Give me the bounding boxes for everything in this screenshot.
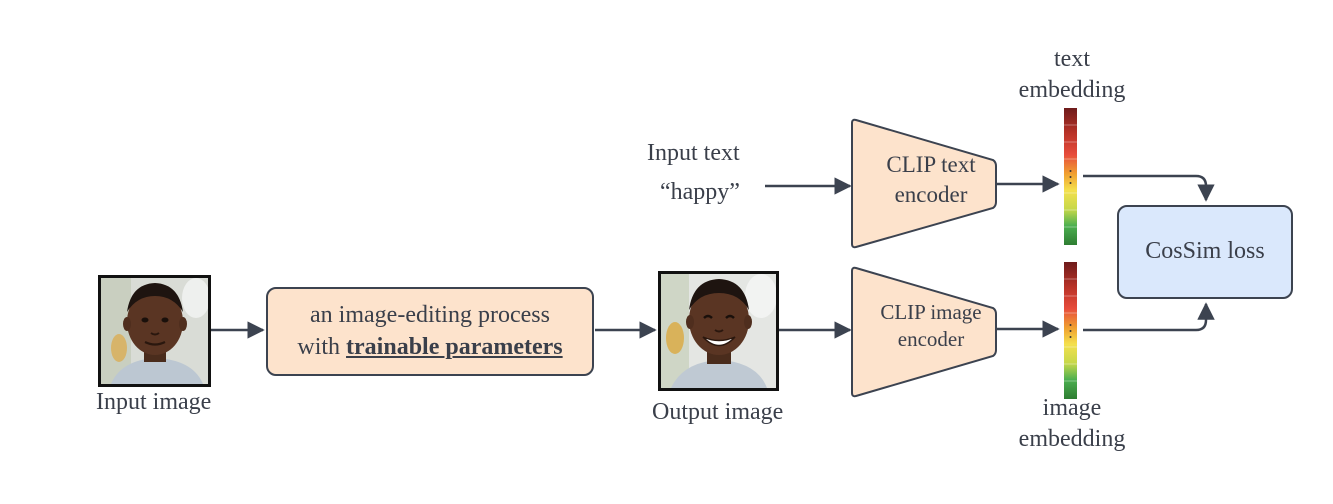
text-embedding-line1: text: [1054, 46, 1090, 72]
output-image-photo: [658, 271, 779, 391]
output-image-caption: Output image: [652, 399, 784, 425]
image-editing-process-box: an image-editing process with trainable …: [266, 287, 594, 376]
text-encoder-line2: encoder: [894, 181, 968, 207]
image-embedding-label: image embedding: [1010, 393, 1134, 455]
image-encoder-line1: CLIP image: [880, 300, 982, 324]
text-embedding-line2: embedding: [1018, 77, 1126, 104]
text-embedding-label: text embedding: [1010, 44, 1134, 106]
image-encoder-line2: encoder: [897, 327, 965, 352]
arrow-image-embedding-to-loss: [1083, 302, 1215, 332]
arrow-text-embedding-to-loss: [1083, 174, 1215, 202]
text-embedding-bar: [1064, 108, 1077, 245]
clip-text-encoder-shape: [851, 118, 997, 249]
cossim-loss-label: CosSim loss: [1145, 238, 1265, 265]
input-text-label: Input text: [647, 140, 740, 166]
process-box-line2-prefix: with: [297, 333, 341, 360]
image-embedding-line1: image: [1042, 395, 1102, 421]
clip-image-encoder-label: CLIP image encoder: [858, 299, 1004, 354]
trainable-parameters-label: trainable parameters: [346, 333, 563, 360]
input-image-caption: Input image: [96, 389, 212, 415]
clip-image-encoder-shape: [851, 266, 997, 398]
clip-text-encoder-label: CLIP text encoder: [858, 150, 1004, 210]
image-embedding-bar: [1064, 262, 1077, 399]
input-text-value: “happy”: [660, 179, 740, 205]
process-box-line1: an image-editing process: [310, 302, 550, 329]
input-image-photo: [98, 275, 211, 387]
process-box-line2: with trainable parameters: [297, 332, 562, 363]
text-encoder-line1: CLIP text: [886, 152, 976, 177]
image-embedding-line2: embedding: [1018, 426, 1126, 453]
cossim-loss-box: CosSim loss: [1117, 205, 1293, 299]
